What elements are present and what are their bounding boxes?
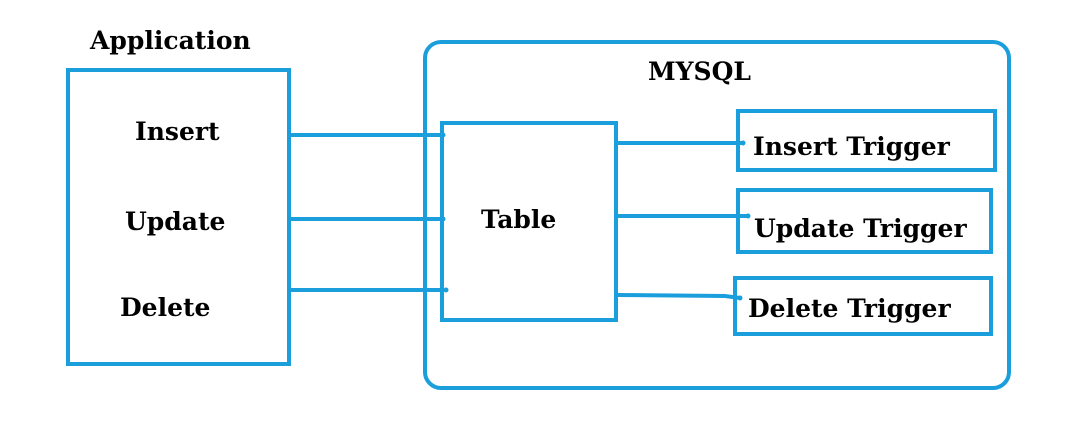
- delete-trigger-label: Delete Trigger: [748, 294, 951, 323]
- table-label: Table: [481, 205, 556, 234]
- delete-trigger-box: [733, 276, 993, 336]
- delete-connector-end-dot: [443, 287, 449, 293]
- update-connector-end-dot: [440, 216, 446, 222]
- table-box: [440, 121, 618, 322]
- delete-trigger-connector: [616, 293, 741, 300]
- insert-trigger-label: Insert Trigger: [753, 132, 951, 161]
- update-trigger-box: [736, 188, 993, 254]
- update-operation-label: Update: [125, 207, 225, 236]
- insert-trigger-box: [736, 109, 997, 172]
- insert-operation-label: Insert: [135, 117, 220, 146]
- insert-trigger-end-dot: [740, 140, 746, 146]
- delete-trigger-end-dot: [737, 295, 743, 301]
- application-title: Application: [89, 26, 251, 55]
- update-trigger-end-dot: [745, 213, 751, 219]
- delete-operation-label: Delete: [120, 293, 210, 322]
- mysql-container: [423, 40, 1011, 390]
- mysql-title: MYSQL: [648, 57, 751, 86]
- update-trigger-label: Update Trigger: [754, 214, 967, 243]
- insert-connector-end-dot: [440, 132, 446, 138]
